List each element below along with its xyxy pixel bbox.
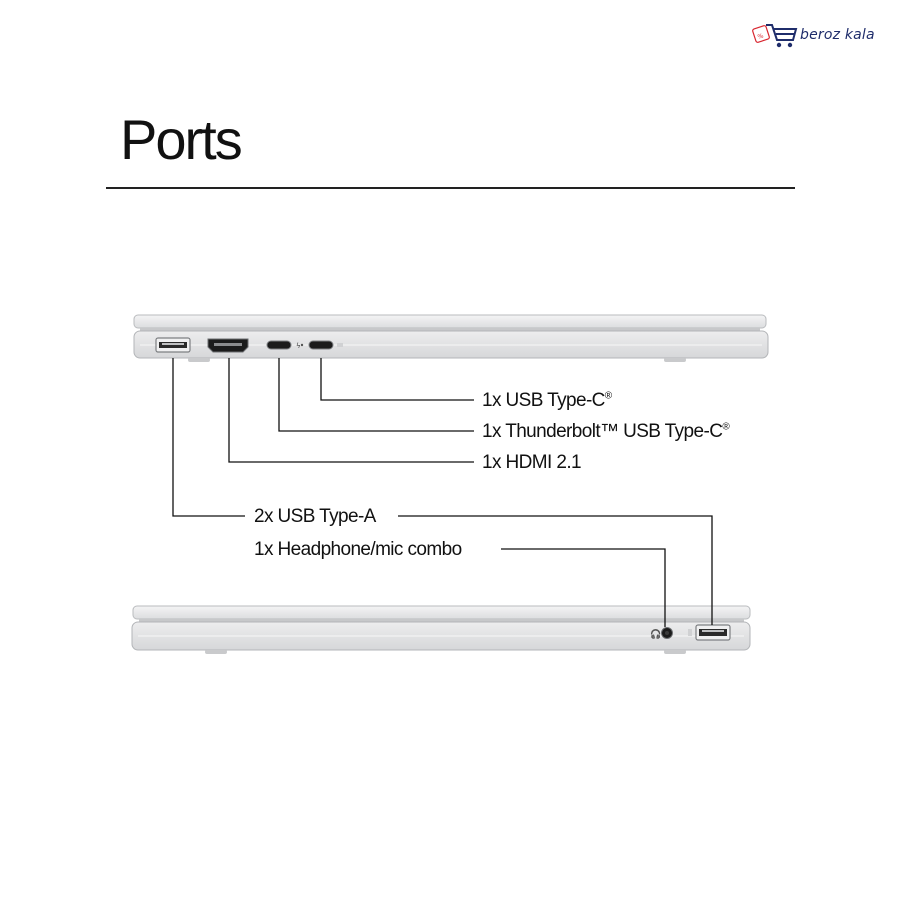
- usb-c-port: [308, 340, 343, 350]
- label-thunderbolt-text: 1x Thunderbolt™ USB Type-C: [482, 421, 723, 442]
- callout-lines: [172, 358, 713, 627]
- callout-line-usb-c: [320, 358, 474, 401]
- page-title: Ports: [120, 108, 243, 171]
- thunderbolt-usb-c-port: ϟ: [266, 340, 304, 350]
- brand-watermark: % beroz kala: [752, 20, 875, 50]
- usb-a-port-right: [688, 624, 731, 641]
- hdmi-port: [207, 338, 249, 353]
- callout-line-headphone: [501, 548, 666, 627]
- laptop-left-side: ϟ: [133, 314, 769, 362]
- label-headphone: 1x Headphone/mic combo: [254, 540, 462, 559]
- svg-text:🎧: 🎧: [650, 628, 661, 640]
- label-usb-c-text: 1x USB Type-C: [482, 390, 605, 411]
- label-thunderbolt: 1x Thunderbolt™ USB Type-C®: [482, 422, 730, 441]
- laptop-right-side: 🎧: [131, 605, 751, 654]
- svg-text:ϟ: ϟ: [296, 342, 301, 350]
- callout-line-usb-a-right: [398, 515, 713, 625]
- brand-watermark-text: beroz kala: [800, 27, 875, 43]
- label-usb-c: 1x USB Type-C®: [482, 390, 613, 411]
- title-divider: [106, 187, 795, 189]
- registered-mark: ®: [722, 421, 730, 433]
- label-headphone-text: 1x Headphone/mic combo: [254, 539, 462, 560]
- svg-text:%: %: [757, 32, 765, 41]
- callout-line-hdmi: [228, 358, 474, 463]
- registered-mark: ®: [604, 390, 613, 402]
- callout-line-thunderbolt: [278, 358, 474, 432]
- label-hdmi-text: 1x HDMI 2.1: [482, 452, 582, 473]
- label-hdmi: 1x HDMI 2.1: [482, 452, 582, 473]
- usb-a-port-left: [155, 337, 191, 353]
- callout-line-usb-a-left: [172, 358, 245, 517]
- headphone-jack: 🎧: [650, 627, 673, 640]
- shopping-cart-icon: %: [752, 24, 798, 48]
- label-usb-a: 2x USB Type-A: [254, 507, 376, 526]
- label-usb-a-text: 2x USB Type-A: [254, 506, 376, 527]
